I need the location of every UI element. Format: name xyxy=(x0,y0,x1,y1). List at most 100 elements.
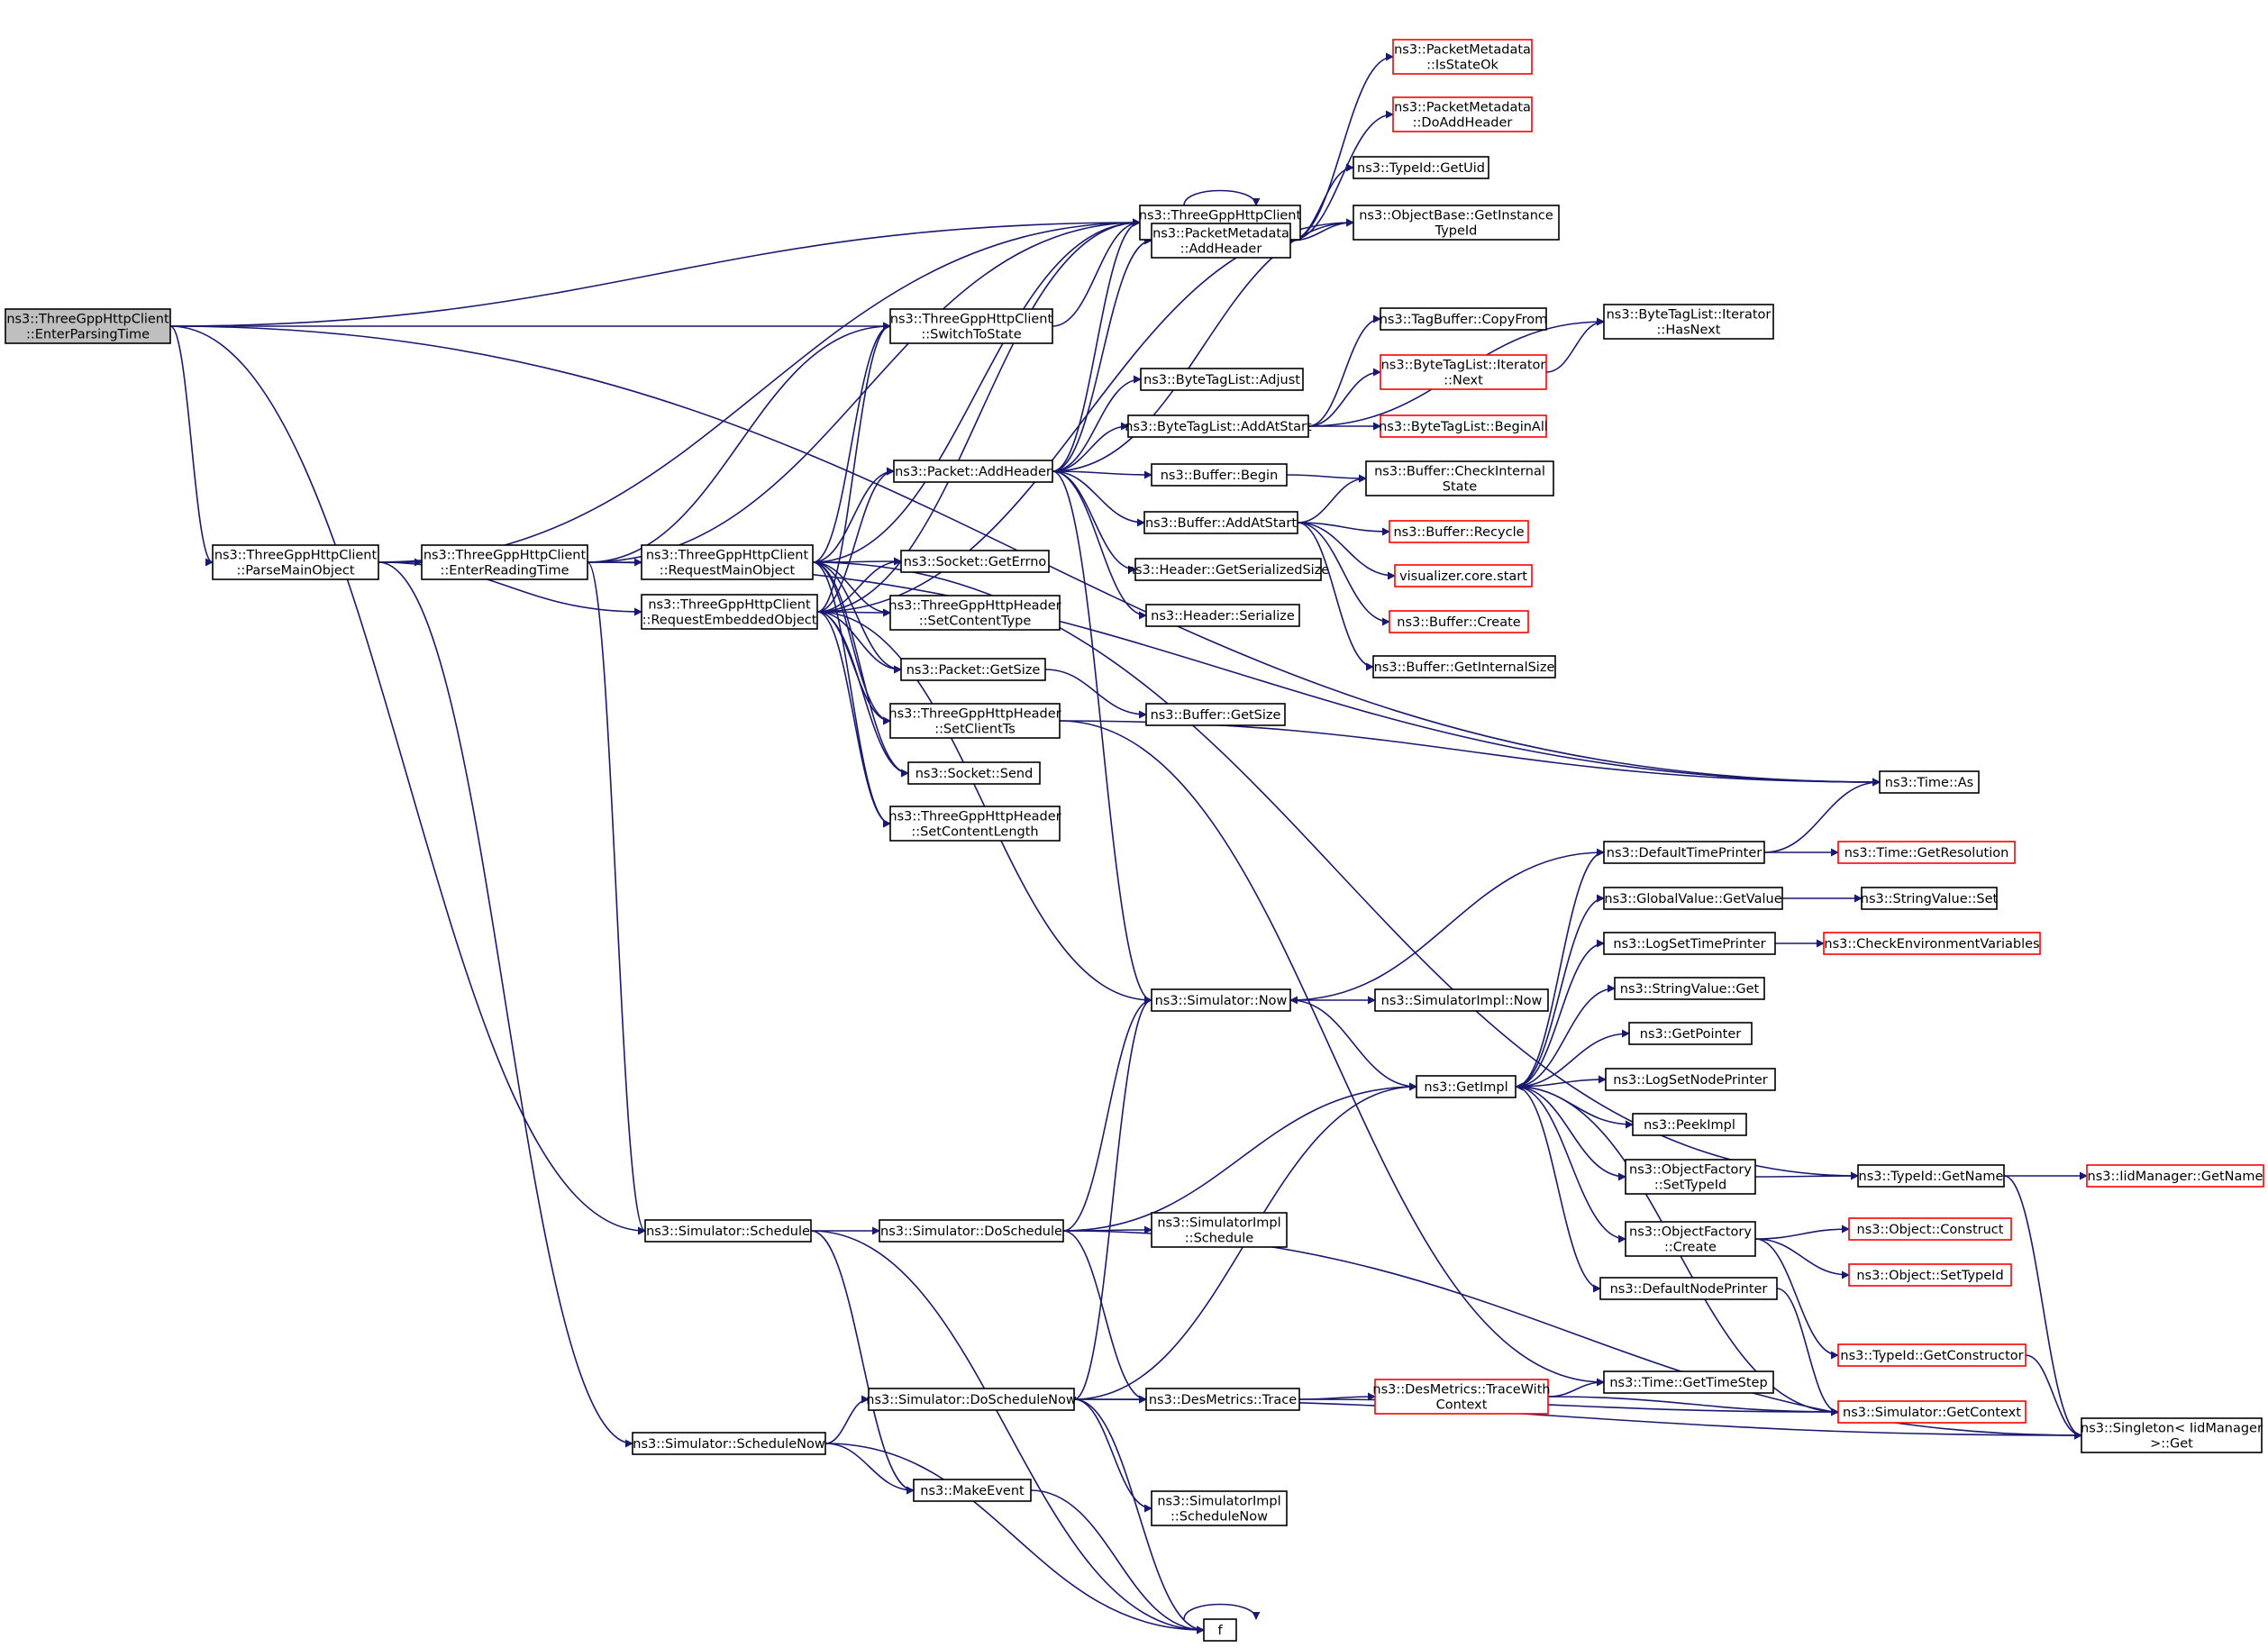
reqembedded-node[interactable]: ns3::ThreeGppHttpClient::RequestEmbedded… xyxy=(641,594,818,630)
sim-now-node[interactable]: ns3::Simulator::Now xyxy=(1151,988,1291,1012)
iidmanager-getname-node[interactable]: ns3::IidManager::GetName xyxy=(2086,1164,2264,1188)
btl-it-hasnext-node[interactable]: ns3::ByteTagList::Iterator::HasNext xyxy=(1603,304,1774,340)
node-box xyxy=(1127,414,1309,438)
node-label-line: ns3::ThreeGppHttpHeader xyxy=(888,707,1061,722)
node-box xyxy=(644,1219,812,1243)
stringvalue-set-node[interactable]: ns3::StringValue::Set xyxy=(1861,887,1999,910)
buffer-recycle-node[interactable]: ns3::Buffer::Recycle xyxy=(1389,520,1529,543)
desmetrics-trace-node[interactable]: ns3::DesMetrics::Trace xyxy=(1145,1388,1300,1411)
of-create-node[interactable]: ns3::ObjectFactory::Create xyxy=(1625,1221,1756,1257)
buffer-begin-node[interactable]: ns3::Buffer::Begin xyxy=(1151,463,1288,487)
edge-packet_getsize-to-buffer_getsize xyxy=(1044,669,1147,719)
time-as-node[interactable]: ns3::Time::As xyxy=(1879,770,1980,794)
defaultnodeprinter-node[interactable]: ns3::DefaultNodePrinter xyxy=(1599,1277,1778,1300)
packet-getsize-node[interactable]: ns3::Packet::GetSize xyxy=(900,658,1046,681)
btl-adjust-node[interactable]: ns3::ByteTagList::Adjust xyxy=(1140,368,1304,391)
singleton-get-node[interactable]: ns3::Singleton< IidManager>::Get xyxy=(2081,1417,2263,1453)
pm-isstateok-node[interactable]: ns3::PacketMetadata::IsStateOk xyxy=(1392,39,1533,75)
getimpl-node[interactable]: ns3::GetImpl xyxy=(1416,1075,1517,1098)
node-label-line: ns3::Singleton< IidManager xyxy=(2081,1422,2263,1436)
sim-doschedule-node[interactable]: ns3::Simulator::DoSchedule xyxy=(879,1219,1064,1243)
edge-reqmain-to-hdr_setcontenttype xyxy=(812,561,891,617)
typeid-getconstructor-node[interactable]: ns3::TypeId::GetConstructor xyxy=(1837,1343,2027,1367)
hdr-setclientts-node[interactable]: ns3::ThreeGppHttpHeader::SetClientTs xyxy=(888,703,1061,739)
node-label-line: ns3::Time::GetTimeStep xyxy=(1609,1376,1767,1390)
edge-reqembedded-to-hdr_setcontentlength xyxy=(816,611,891,828)
pm-doaddheader-node[interactable]: ns3::PacketMetadata::DoAddHeader xyxy=(1392,96,1533,132)
edge-getimpl-to-getpointer xyxy=(1515,1029,1630,1088)
object-settypeid-node[interactable]: ns3::Object::SetTypeId xyxy=(1848,1263,2012,1287)
of-settypeid-node[interactable]: ns3::ObjectFactory::SetTypeId xyxy=(1625,1159,1756,1195)
edge-switchtostate-to-getstatestring xyxy=(1052,218,1141,327)
btl-beginall-node[interactable]: ns3::ByteTagList::BeginAll xyxy=(1379,414,1548,438)
edge-of_create-to-typeid_getconstructor xyxy=(1754,1238,1839,1360)
edge-enterreading-to-time_as xyxy=(587,561,1881,787)
node-box xyxy=(1134,558,1322,581)
socket-geterrno-node[interactable]: ns3::Socket::GetErrno xyxy=(900,550,1050,573)
node-box xyxy=(2086,1164,2264,1188)
tagbuf-copyfrom-node[interactable]: ns3::TagBuffer::CopyFrom xyxy=(1380,307,1548,331)
node-box xyxy=(1372,655,1556,678)
node-label-line: ns3::GetPointer xyxy=(1640,1027,1742,1042)
typeid-getname-node[interactable]: ns3::TypeId::GetName xyxy=(1857,1164,2005,1188)
buffer-getinternalsize-node[interactable]: ns3::Buffer::GetInternalSize xyxy=(1372,655,1556,678)
simimpl-schedulenow-node[interactable]: ns3::SimulatorImpl::ScheduleNow xyxy=(1151,1490,1288,1526)
sim-schedulenow-node[interactable]: ns3::Simulator::ScheduleNow xyxy=(632,1432,826,1455)
viz-start-node[interactable]: visualizer.core.start xyxy=(1394,564,1533,587)
btl-it-next-node[interactable]: ns3::ByteTagList::Iterator::Next xyxy=(1380,354,1547,390)
sim-schedule-node[interactable]: ns3::Simulator::Schedule xyxy=(644,1219,812,1243)
defaulttimeprinter-node[interactable]: ns3::DefaultTimePrinter xyxy=(1603,841,1765,864)
edge-packet_addheader-to-buffer_begin xyxy=(1052,470,1152,479)
node-label-line: ns3::GetImpl xyxy=(1424,1080,1507,1095)
edge-sim_schedulenow-to-sim_doschedulenow xyxy=(824,1395,870,1444)
makeevent-node[interactable]: ns3::MakeEvent xyxy=(913,1479,1032,1502)
typeid-getuid-node[interactable]: ns3::TypeId::GetUid xyxy=(1353,156,1489,179)
stringvalue-get-node[interactable]: ns3::StringValue::Get xyxy=(1614,977,1765,1000)
buffer-addatstart-node[interactable]: ns3::Buffer::AddAtStart xyxy=(1143,511,1298,534)
checkenv-node[interactable]: ns3::CheckEnvironmentVariables xyxy=(1823,932,2041,955)
f-node[interactable]: f xyxy=(1203,1618,1237,1642)
edge-getimpl-to-of_settypeid xyxy=(1515,1086,1626,1181)
hdr-setcontenttype-node[interactable]: ns3::ThreeGppHttpHeader::SetContentType xyxy=(888,595,1061,631)
node-box xyxy=(2081,1417,2263,1453)
globalvalue-getvalue-node[interactable]: ns3::GlobalValue::GetValue xyxy=(1603,887,1783,910)
parsemain-node[interactable]: ns3::ThreeGppHttpClient::ParseMainObject xyxy=(212,544,379,580)
edge-sim_schedule-to-f xyxy=(810,1230,1205,1634)
logsetnodeprinter-node[interactable]: ns3::LogSetNodePrinter xyxy=(1605,1068,1776,1091)
edge-buffer_addatstart-to-viz_start xyxy=(1297,522,1396,580)
switchtostate-node[interactable]: ns3::ThreeGppHttpClient::SwitchToState xyxy=(889,308,1053,344)
enterparsing-node[interactable]: ns3::ThreeGppHttpClient::EnterParsingTim… xyxy=(5,308,171,344)
node-box xyxy=(212,544,379,580)
node-label-line: ns3::Buffer::GetSize xyxy=(1151,708,1281,723)
node-box xyxy=(1603,304,1774,340)
time-getresolution-node[interactable]: ns3::Time::GetResolution xyxy=(1837,841,2016,864)
buffer-getsize-node[interactable]: ns3::Buffer::GetSize xyxy=(1145,703,1286,726)
simimpl-now-node[interactable]: ns3::SimulatorImpl::Now xyxy=(1374,988,1549,1012)
sim-getcontext-node[interactable]: ns3::Simulator::GetContext xyxy=(1837,1400,2027,1424)
node-box xyxy=(1392,39,1533,75)
node-label-line: ns3::Simulator::DoSchedule xyxy=(880,1225,1062,1239)
reqmain-node[interactable]: ns3::ThreeGppHttpClient::RequestMainObje… xyxy=(641,544,814,580)
sim-doschedulenow-node[interactable]: ns3::Simulator::DoScheduleNow xyxy=(866,1388,1077,1411)
enterreading-node[interactable]: ns3::ThreeGppHttpClient::EnterReadingTim… xyxy=(421,544,588,580)
simimpl-schedule-node[interactable]: ns3::SimulatorImpl::Schedule xyxy=(1151,1212,1288,1248)
btl-addatstart-node[interactable]: ns3::ByteTagList::AddAtStart xyxy=(1125,414,1312,438)
header-getserializedsize-node[interactable]: ns3::Header::GetSerializedSize xyxy=(1127,558,1330,581)
socket-send-node[interactable]: ns3::Socket::Send xyxy=(907,761,1041,785)
packet-addheader-node[interactable]: ns3::Packet::AddHeader xyxy=(893,460,1053,483)
header-serialize-node[interactable]: ns3::Header::Serialize xyxy=(1145,604,1300,627)
getpointer-node[interactable]: ns3::GetPointer xyxy=(1628,1022,1753,1045)
node-box xyxy=(421,544,588,580)
object-construct-node[interactable]: ns3::Object::Construct xyxy=(1848,1217,2012,1241)
buffer-create-node[interactable]: ns3::Buffer::Create xyxy=(1389,610,1529,633)
peekimpl-node[interactable]: ns3::PeekImpl xyxy=(1632,1113,1747,1136)
pm-addheader-node[interactable]: ns3::PacketMetadata::AddHeader xyxy=(1151,223,1291,259)
time-gettimestep-node[interactable]: ns3::Time::GetTimeStep xyxy=(1603,1370,1774,1394)
node-box xyxy=(1848,1263,2012,1287)
node-box xyxy=(1353,205,1560,241)
logsettimeprinter-node[interactable]: ns3::LogSetTimePrinter xyxy=(1603,932,1776,955)
hdr-setcontentlength-node[interactable]: ns3::ThreeGppHttpHeader::SetContentLengt… xyxy=(888,806,1061,842)
